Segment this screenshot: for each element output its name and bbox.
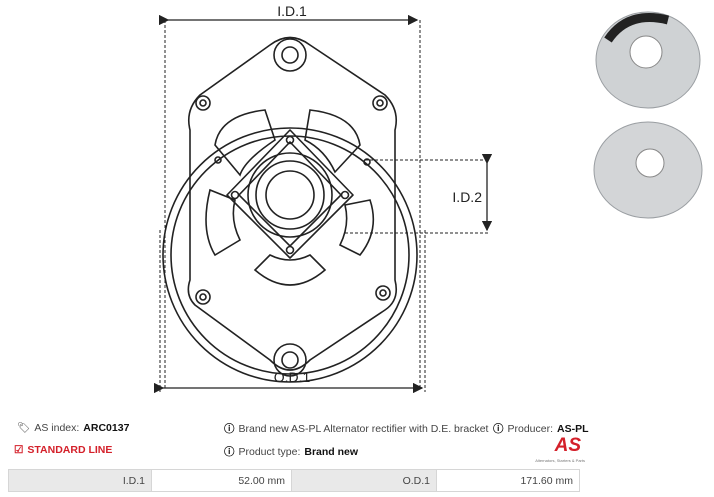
specs-table: I.D.1 52.00 mm O.D.1 171.60 mm — [8, 469, 580, 492]
od1-label: O.D.1 — [274, 369, 311, 385]
id2-label: I.D.2 — [452, 189, 482, 205]
info-icon: ⓘ — [493, 423, 504, 435]
technical-drawing: I.D.1 O.D.1 I.D.2 — [153, 3, 493, 394]
as-pl-logo: AS Alternators, Starters & Parts — [535, 435, 585, 463]
info-icon: ⓘ — [224, 446, 235, 458]
standard-line-badge: ☑STANDARD LINE — [14, 444, 113, 456]
tag-icon: 🏷 — [17, 422, 31, 434]
info-icon: ⓘ — [224, 423, 235, 435]
as-index: 🏷AS index:ARC0137 — [17, 421, 130, 435]
product-photo — [593, 11, 703, 219]
id1-label: I.D.1 — [277, 3, 307, 19]
checkbox-icon: ☑ — [14, 444, 24, 456]
table-row: I.D.1 52.00 mm O.D.1 171.60 mm — [8, 469, 580, 492]
